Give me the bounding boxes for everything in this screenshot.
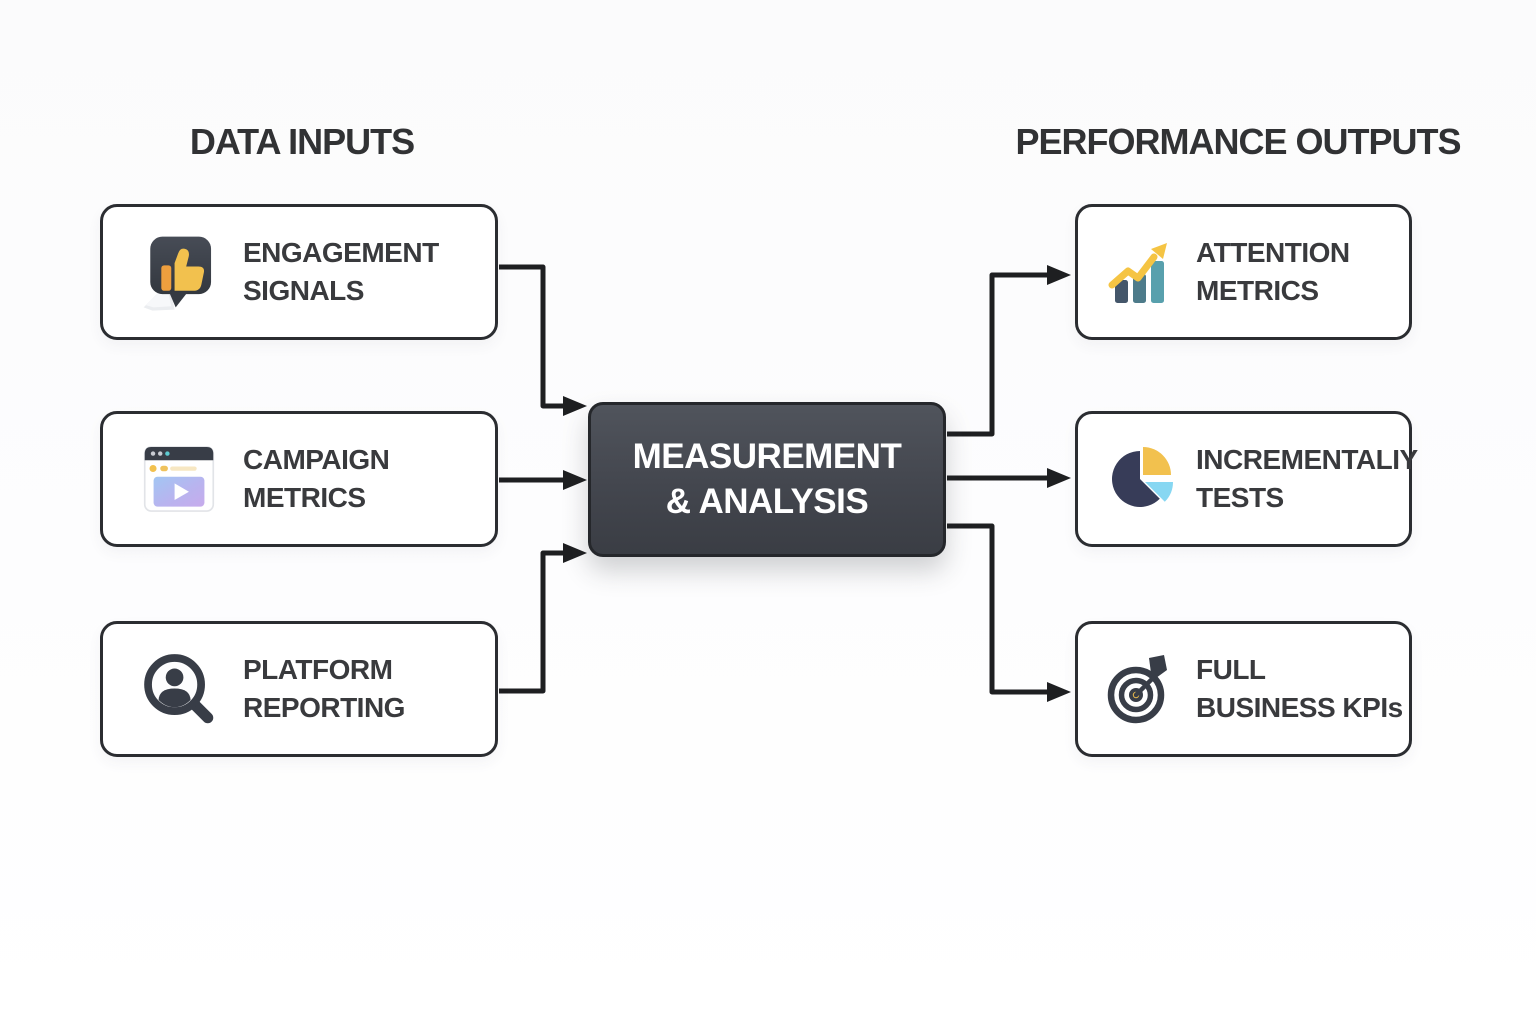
arrow-engagement-to-center bbox=[499, 264, 587, 416]
arrow-center-to-kpis bbox=[947, 523, 1071, 702]
card-label-line1: PLATFORM bbox=[243, 654, 393, 686]
pie-chart-icon bbox=[1104, 441, 1180, 517]
center-box-line1: MEASUREMENT bbox=[632, 436, 902, 476]
card-label: ATTENTION METRICS bbox=[1196, 234, 1350, 309]
magnifier-person-icon bbox=[137, 647, 221, 731]
input-card-platform-reporting: PLATFORM REPORTING bbox=[100, 621, 498, 757]
target-dart-icon bbox=[1104, 651, 1180, 727]
card-label: CAMPAIGN METRICS bbox=[243, 441, 390, 516]
card-label-line2: METRICS bbox=[1196, 275, 1319, 306]
output-card-full-business-kpis: FULL BUSINESS KPIs bbox=[1075, 621, 1412, 757]
card-label: ENGAGEMENT SIGNALS bbox=[243, 234, 439, 309]
card-label-line2: SIGNALS bbox=[243, 275, 364, 306]
card-label-line1: ATTENTION bbox=[1196, 237, 1350, 269]
card-label-line2: BUSINESS KPIs bbox=[1196, 692, 1403, 723]
output-card-incrementality-tests: INCREMENTALIY TESTS bbox=[1075, 411, 1418, 547]
center-box-line2: & ANALYSIS bbox=[665, 481, 869, 521]
input-card-campaign-metrics: CAMPAIGN METRICS bbox=[100, 411, 498, 547]
arrow-platform-to-center bbox=[499, 543, 587, 694]
card-label: FULL BUSINESS KPIs bbox=[1196, 651, 1403, 726]
data-inputs-heading: DATA INPUTS bbox=[189, 121, 415, 162]
card-label-line1: ENGAGEMENT bbox=[243, 237, 439, 269]
card-label-line1: CAMPAIGN bbox=[243, 444, 390, 476]
arrow-center-to-attention bbox=[947, 265, 1071, 437]
output-card-attention-metrics: ATTENTION METRICS bbox=[1075, 204, 1412, 340]
rising-bar-chart-icon bbox=[1104, 234, 1180, 310]
card-label-line1: INCREMENTALIY bbox=[1196, 444, 1418, 476]
input-card-engagement-signals: ENGAGEMENT SIGNALS bbox=[100, 204, 498, 340]
card-label-line1: FULL bbox=[1196, 654, 1266, 686]
card-label: PLATFORM REPORTING bbox=[243, 651, 405, 726]
measurement-analysis-box: MEASUREMENT & ANALYSIS bbox=[588, 402, 946, 557]
card-label-line2: METRICS bbox=[243, 482, 366, 513]
browser-video-player-icon bbox=[137, 437, 221, 521]
thumbs-up-speech-bubble-icon bbox=[137, 230, 221, 314]
performance-outputs-heading: PERFORMANCE OUTPUTS bbox=[1015, 121, 1462, 162]
card-label-line2: TESTS bbox=[1196, 482, 1284, 513]
card-label-line2: REPORTING bbox=[243, 692, 405, 723]
card-label: INCREMENTALIY TESTS bbox=[1196, 441, 1418, 516]
